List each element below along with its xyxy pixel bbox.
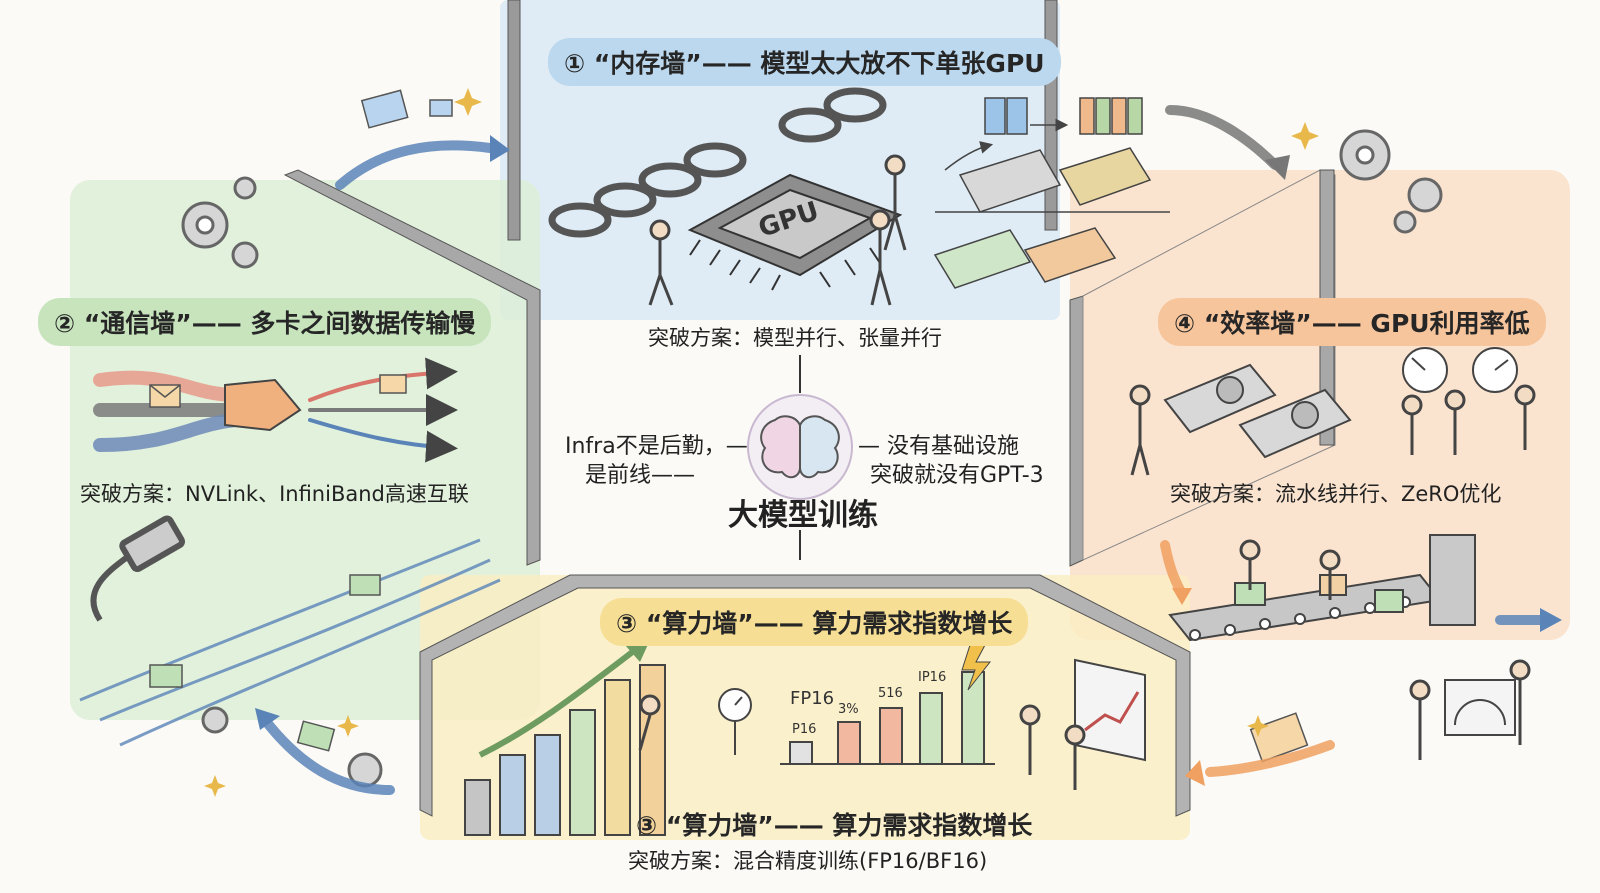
- flow-arrows: [260, 105, 1545, 795]
- center-right-line2: 突破就没有GPT-3: [870, 463, 1044, 488]
- communication-wall-title: ② “通信墙”—— 多卡之间数据传输慢: [38, 298, 492, 346]
- exponential-bar-chart: [464, 664, 666, 836]
- gauge-icon: [1402, 347, 1518, 736]
- center-left-line2: 是前线——: [585, 463, 696, 488]
- broken-chain-icon: [548, 87, 887, 238]
- idle-gpu-cards: [1163, 363, 1352, 459]
- compute-wall-title-top: ③ “算力墙”—— 算力需求指数增长: [600, 598, 1029, 646]
- tensor-split-diagram: [984, 97, 1143, 135]
- bar-label-516: 516: [878, 686, 903, 701]
- memory-wall-solution: 突破方案：模型并行、张量并行: [648, 326, 942, 350]
- assembly-line-conveyor: [1168, 534, 1476, 642]
- data-cable-streams: [93, 370, 242, 452]
- memory-wall-title: ① “内存墙”—— 模型太大放不下单张GPU: [548, 38, 1061, 86]
- water-stream-drawing: [79, 538, 501, 747]
- lightning-icon: [961, 644, 992, 691]
- bar-label-3pct: 3%: [838, 702, 859, 717]
- worker-figures-compute: [638, 694, 1086, 790]
- brain-icon: [747, 394, 853, 500]
- usb-cable-icon: [90, 515, 186, 622]
- efficiency-wall-title: ④ “效率墙”—— GPU利用率低: [1158, 298, 1546, 346]
- worker-figures-efficiency: [1129, 384, 1536, 760]
- compute-wall-slab: [419, 574, 1191, 817]
- presentation-board-icon: [1074, 658, 1146, 762]
- communication-wall-slab: [283, 169, 541, 566]
- cable-connector-icon: [224, 378, 302, 432]
- worker-figures-memory: [648, 154, 907, 306]
- bar-label-ip16: IP16: [918, 670, 947, 685]
- bar-label-fp16: FP16: [790, 688, 835, 709]
- gear-icon: [181, 129, 1443, 788]
- pressure-gauge-icon: [718, 688, 752, 755]
- center-left-line1: Infra不是后勤，—: [565, 434, 748, 459]
- gpu-card-icons: [933, 147, 1152, 289]
- sparkle-icons: [204, 88, 1319, 797]
- center-right-line1: — 没有基础设施: [858, 434, 1019, 459]
- growth-arrow: [478, 647, 637, 758]
- precision-bar-chart: [780, 671, 995, 765]
- bar-label-p16: P16: [792, 722, 817, 737]
- compute-wall-solution: 突破方案：混合精度训练(FP16/BF16): [628, 849, 988, 873]
- compute-wall-title-bottom: ③ “算力墙”—— 算力需求指数增长: [636, 811, 1033, 840]
- efficiency-wall-solution: 突破方案：流水线并行、ZeRO优化: [1170, 482, 1502, 506]
- center-title: 大模型训练: [728, 498, 878, 533]
- communication-wall-solution: 突破方案：NVLink、InfiniBand高速互联: [80, 482, 469, 506]
